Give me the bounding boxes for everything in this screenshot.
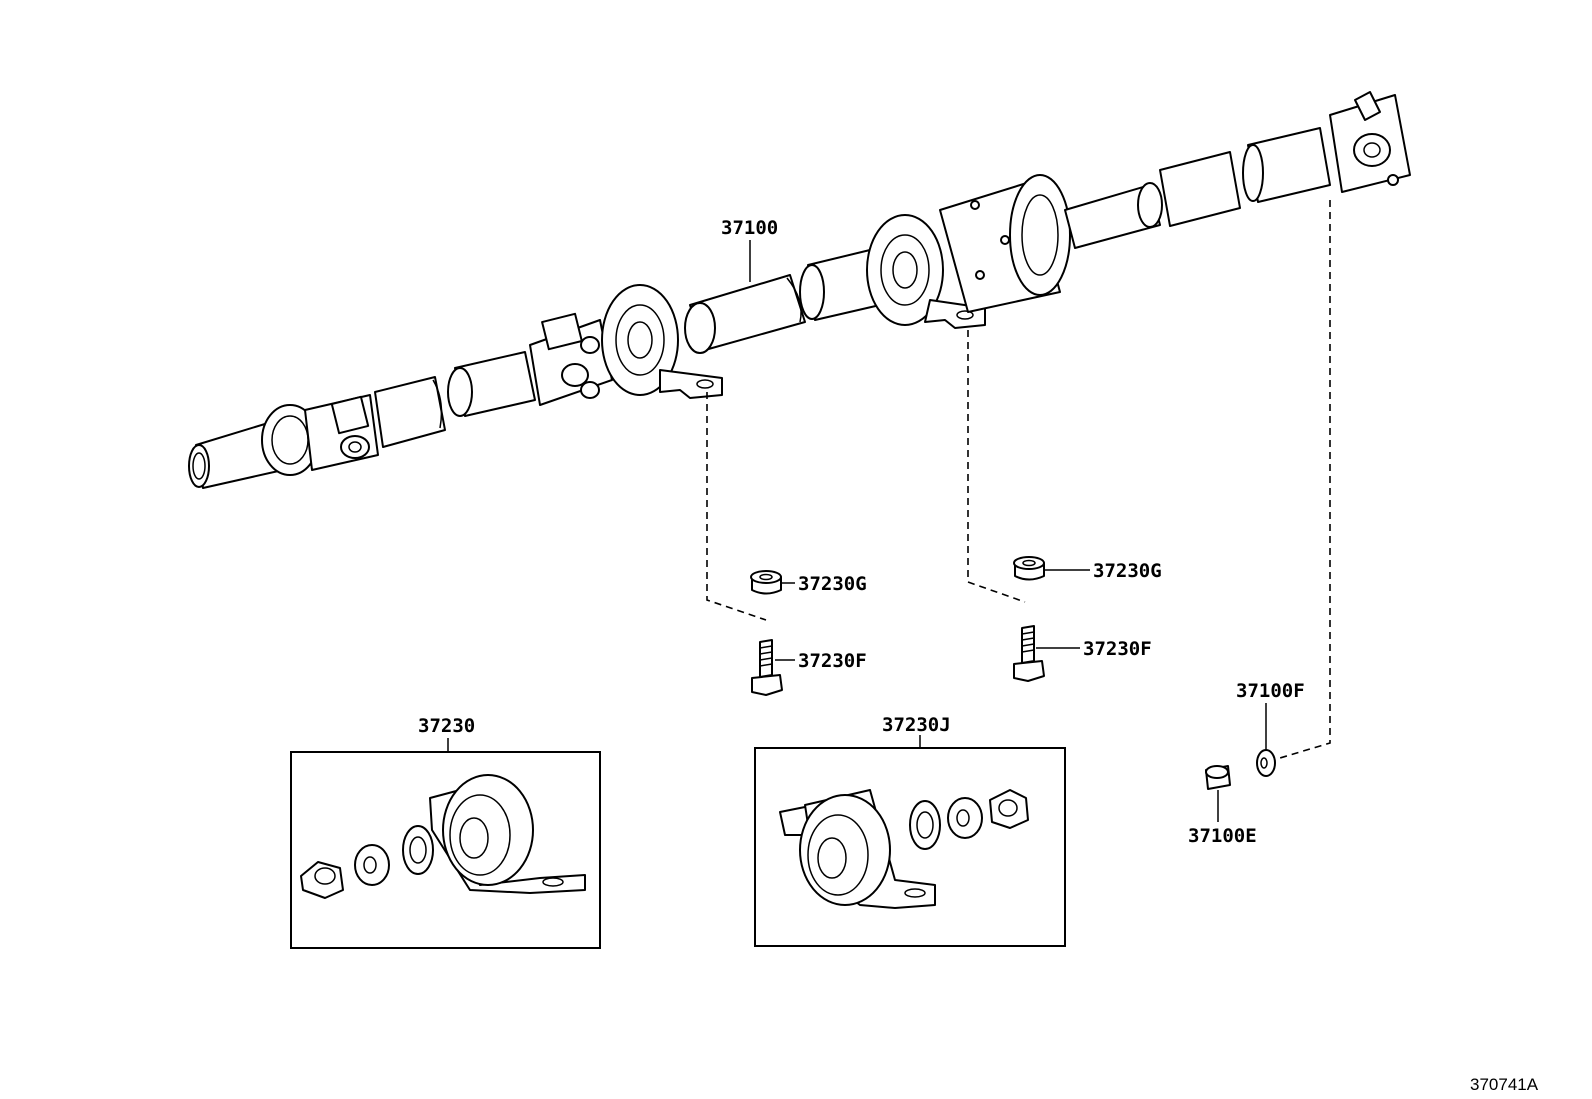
leader-lines — [447, 240, 1267, 822]
propeller-shaft-assembly[interactable] — [188, 91, 1411, 489]
label-37100f: 37100F — [1236, 680, 1305, 702]
label-37100: 37100 — [721, 217, 778, 239]
bolt-left[interactable] — [751, 639, 783, 696]
bolt-right[interactable] — [1013, 625, 1045, 682]
bearing-kit-box-a — [290, 751, 601, 949]
label-37230j: 37230J — [882, 714, 951, 736]
label-37230g-right: 37230G — [1093, 560, 1162, 582]
label-37230f-left: 37230F — [798, 650, 867, 672]
spacer-right[interactable] — [1013, 556, 1045, 581]
bearing-kit-b[interactable] — [779, 789, 1029, 909]
label-37230: 37230 — [418, 715, 475, 737]
spacer-left[interactable] — [750, 570, 782, 595]
bearing-kit-box-b — [754, 747, 1066, 947]
connection-lines — [706, 200, 1331, 759]
label-37230g-left: 37230G — [798, 573, 867, 595]
label-37230f-right: 37230F — [1083, 638, 1152, 660]
nut[interactable] — [1205, 765, 1231, 790]
bearing-kit-a[interactable] — [300, 774, 586, 899]
washer[interactable] — [1256, 749, 1276, 777]
label-37100e: 37100E — [1188, 825, 1257, 847]
reference-code: 370741A — [1470, 1075, 1539, 1094]
